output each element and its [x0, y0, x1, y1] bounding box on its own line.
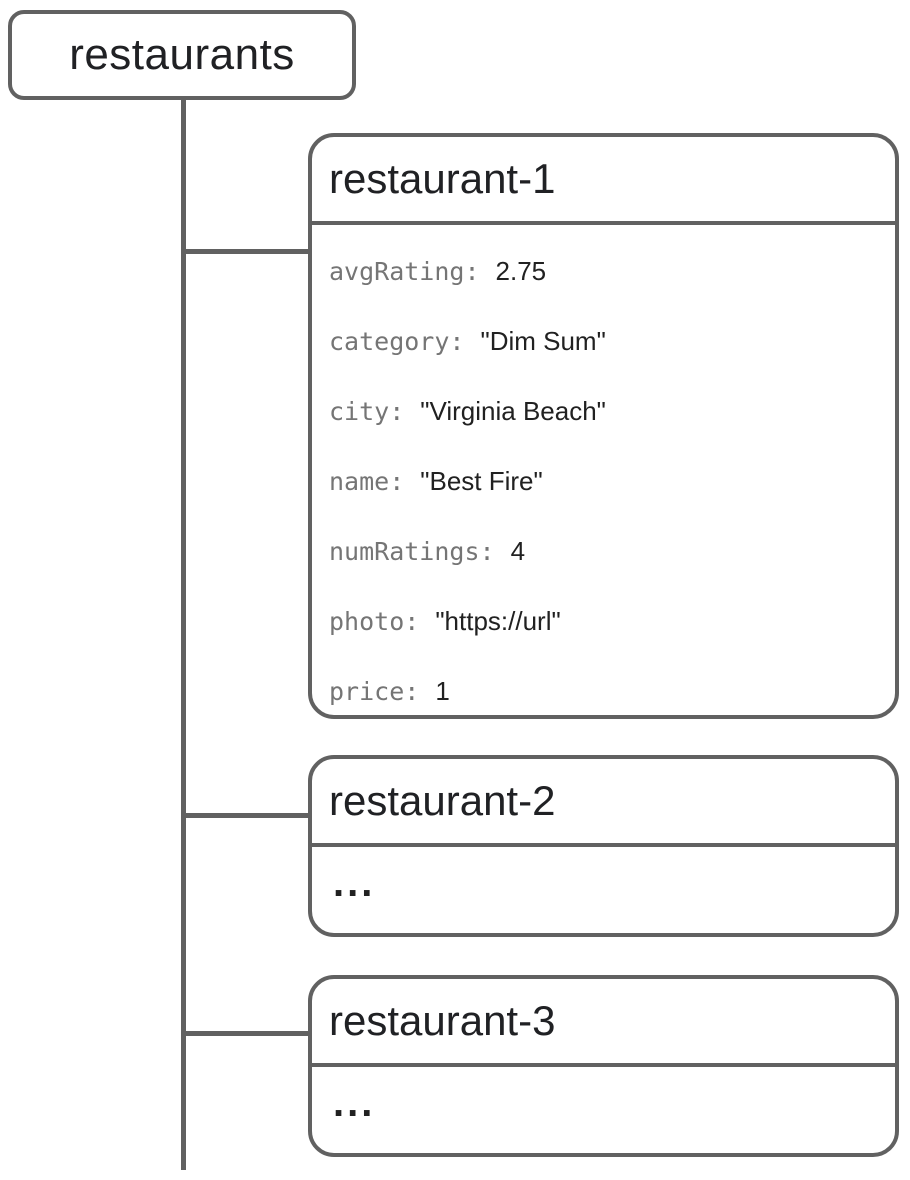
field-value: "Virginia Beach" [420, 396, 606, 426]
field-key: photo: [329, 607, 420, 636]
field-key: name: [329, 467, 405, 496]
field-key: avgRating: [329, 257, 480, 286]
field-key: price: [329, 677, 420, 706]
field-key: city: [329, 397, 405, 426]
document-card-restaurant-2: restaurant-2 ... [308, 755, 899, 937]
document-card-header: restaurant-3 [312, 979, 895, 1067]
tree-connector-line-1 [181, 249, 310, 254]
tree-trunk-line [181, 100, 186, 1170]
document-title: restaurant-2 [329, 777, 556, 824]
field-value: "https://url" [435, 606, 561, 636]
document-card-restaurant-3: restaurant-3 ... [308, 975, 899, 1157]
collection-node: restaurants [8, 10, 356, 100]
field-key: numRatings: [329, 537, 495, 566]
field-value: "Best Fire" [420, 466, 543, 496]
field-row-numratings: numRatings: 4 [329, 537, 878, 570]
ellipsis-text: ... [333, 861, 376, 905]
field-row-name: name: "Best Fire" [329, 467, 878, 500]
ellipsis-text: ... [333, 1081, 376, 1125]
document-title: restaurant-1 [329, 155, 556, 202]
field-value: 2.75 [495, 256, 547, 286]
field-value: "Dim Sum" [480, 326, 606, 356]
document-collapsed-body: ... [312, 847, 895, 903]
field-row-photo: photo: "https://url" [329, 607, 878, 640]
field-value: 1 [435, 676, 450, 706]
tree-connector-line-2 [181, 813, 310, 818]
document-card-header: restaurant-1 [312, 137, 895, 225]
document-card-header: restaurant-2 [312, 759, 895, 847]
field-row-city: city: "Virginia Beach" [329, 397, 878, 430]
field-value: 4 [510, 536, 526, 566]
field-row-avgrating: avgRating: 2.75 [329, 257, 878, 290]
tree-connector-line-3 [181, 1031, 310, 1036]
field-key: category: [329, 327, 465, 356]
collection-label: restaurants [69, 30, 295, 79]
document-collapsed-body: ... [312, 1067, 895, 1123]
document-card-restaurant-1: restaurant-1 avgRating: 2.75 category: "Di… [308, 133, 899, 719]
document-fields: avgRating: 2.75 category: "Dim Sum" city: "… [312, 225, 895, 715]
field-row-category: category: "Dim Sum" [329, 327, 878, 360]
document-title: restaurant-3 [329, 997, 556, 1044]
field-row-price: price: 1 [329, 677, 878, 710]
